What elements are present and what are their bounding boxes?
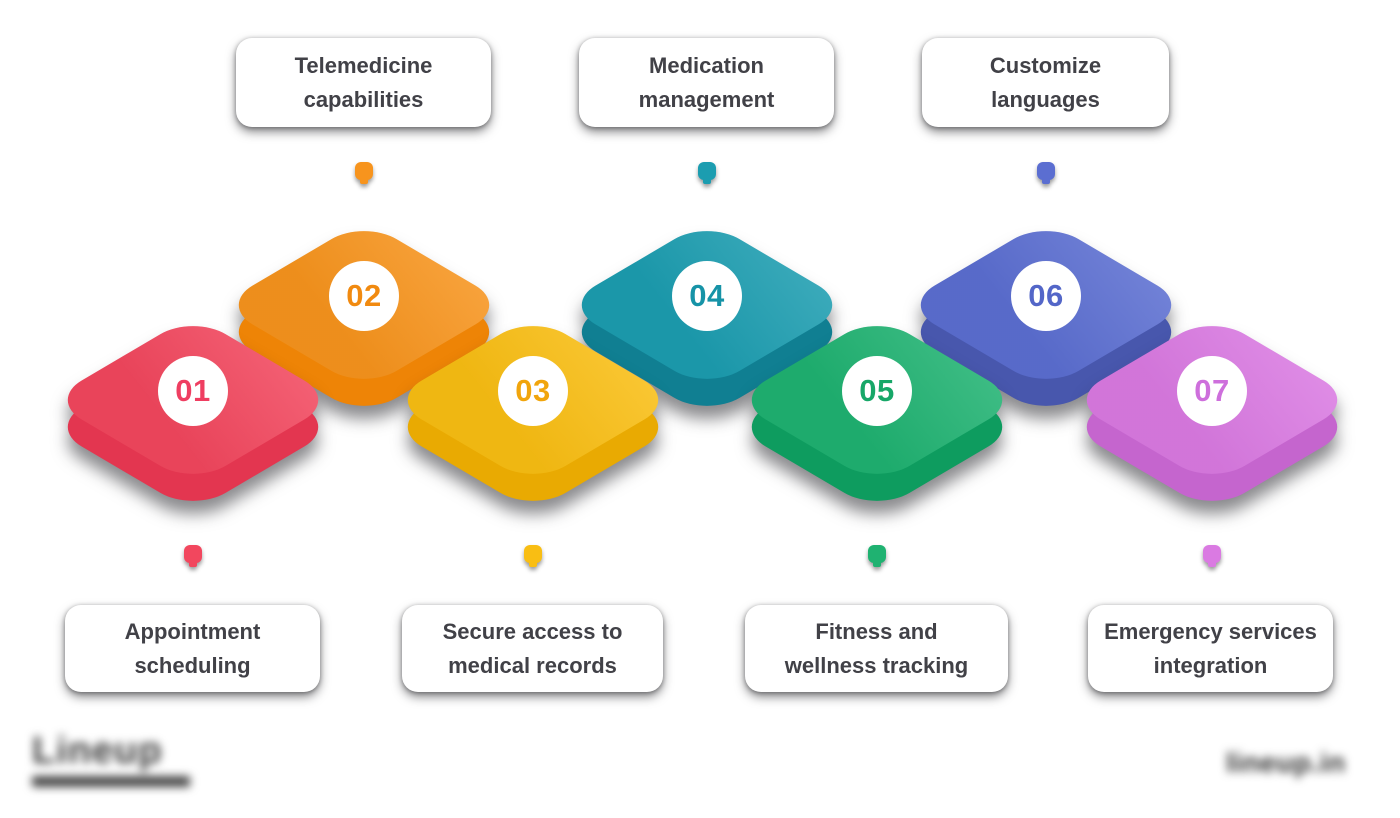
label-line: medical records xyxy=(448,652,617,678)
label-line: Secure access to xyxy=(442,618,623,644)
tile-03-number: 03 xyxy=(515,373,551,408)
tile-07-number-badge: 07 xyxy=(1177,356,1247,426)
label-secure-access-medical-records: Secure access to medical records xyxy=(402,605,663,692)
tile-02-number: 02 xyxy=(346,278,382,313)
label-line: languages xyxy=(991,86,1100,112)
tile-01-number: 01 xyxy=(175,373,211,408)
pin-05 xyxy=(868,545,886,567)
label-line: Fitness and xyxy=(815,618,938,644)
pin-04 xyxy=(698,162,716,184)
pin-03 xyxy=(524,545,542,567)
label-line: wellness tracking xyxy=(784,652,969,678)
label-line: Telemedicine xyxy=(294,52,433,78)
tile-05-number-badge: 05 xyxy=(842,356,912,426)
logo-wordmark-blurred: Lineup xyxy=(32,731,190,787)
logo-text: Lineup xyxy=(32,730,163,772)
pin-07 xyxy=(1203,545,1221,567)
label-appointment-scheduling: Appointment scheduling xyxy=(65,605,320,692)
label-telemedicine-capabilities: Telemedicine capabilities xyxy=(236,38,491,127)
label-fitness-wellness-tracking: Fitness and wellness tracking xyxy=(745,605,1008,692)
pin-02 xyxy=(355,162,373,184)
tile-04-number-badge: 04 xyxy=(672,261,742,331)
tile-06-number-badge: 06 xyxy=(1011,261,1081,331)
tile-04-number: 04 xyxy=(689,278,725,313)
website-url-blurred: lineup.in xyxy=(1226,747,1346,778)
logo-tagline-bar xyxy=(32,776,190,787)
tile-06-number: 06 xyxy=(1028,278,1064,313)
label-line: Medication xyxy=(649,52,764,78)
label-line: Customize xyxy=(989,52,1102,78)
label-line: Appointment xyxy=(124,618,261,644)
label-line: Emergency services xyxy=(1104,618,1317,644)
tile-05-number: 05 xyxy=(859,373,895,408)
label-line: scheduling xyxy=(134,652,251,678)
label-line: capabilities xyxy=(303,86,424,112)
tile-02-number-badge: 02 xyxy=(329,261,399,331)
pin-06 xyxy=(1037,162,1055,184)
label-customize-languages: Customize languages xyxy=(922,38,1169,127)
tile-03-number-badge: 03 xyxy=(498,356,568,426)
label-line: management xyxy=(638,86,775,112)
label-line: integration xyxy=(1153,652,1268,678)
label-medication-management: Medication management xyxy=(579,38,834,127)
tile-01-number-badge: 01 xyxy=(158,356,228,426)
label-emergency-services-integration: Emergency services integration xyxy=(1088,605,1333,692)
pin-01 xyxy=(184,545,202,567)
tile-07-number: 07 xyxy=(1194,373,1230,408)
